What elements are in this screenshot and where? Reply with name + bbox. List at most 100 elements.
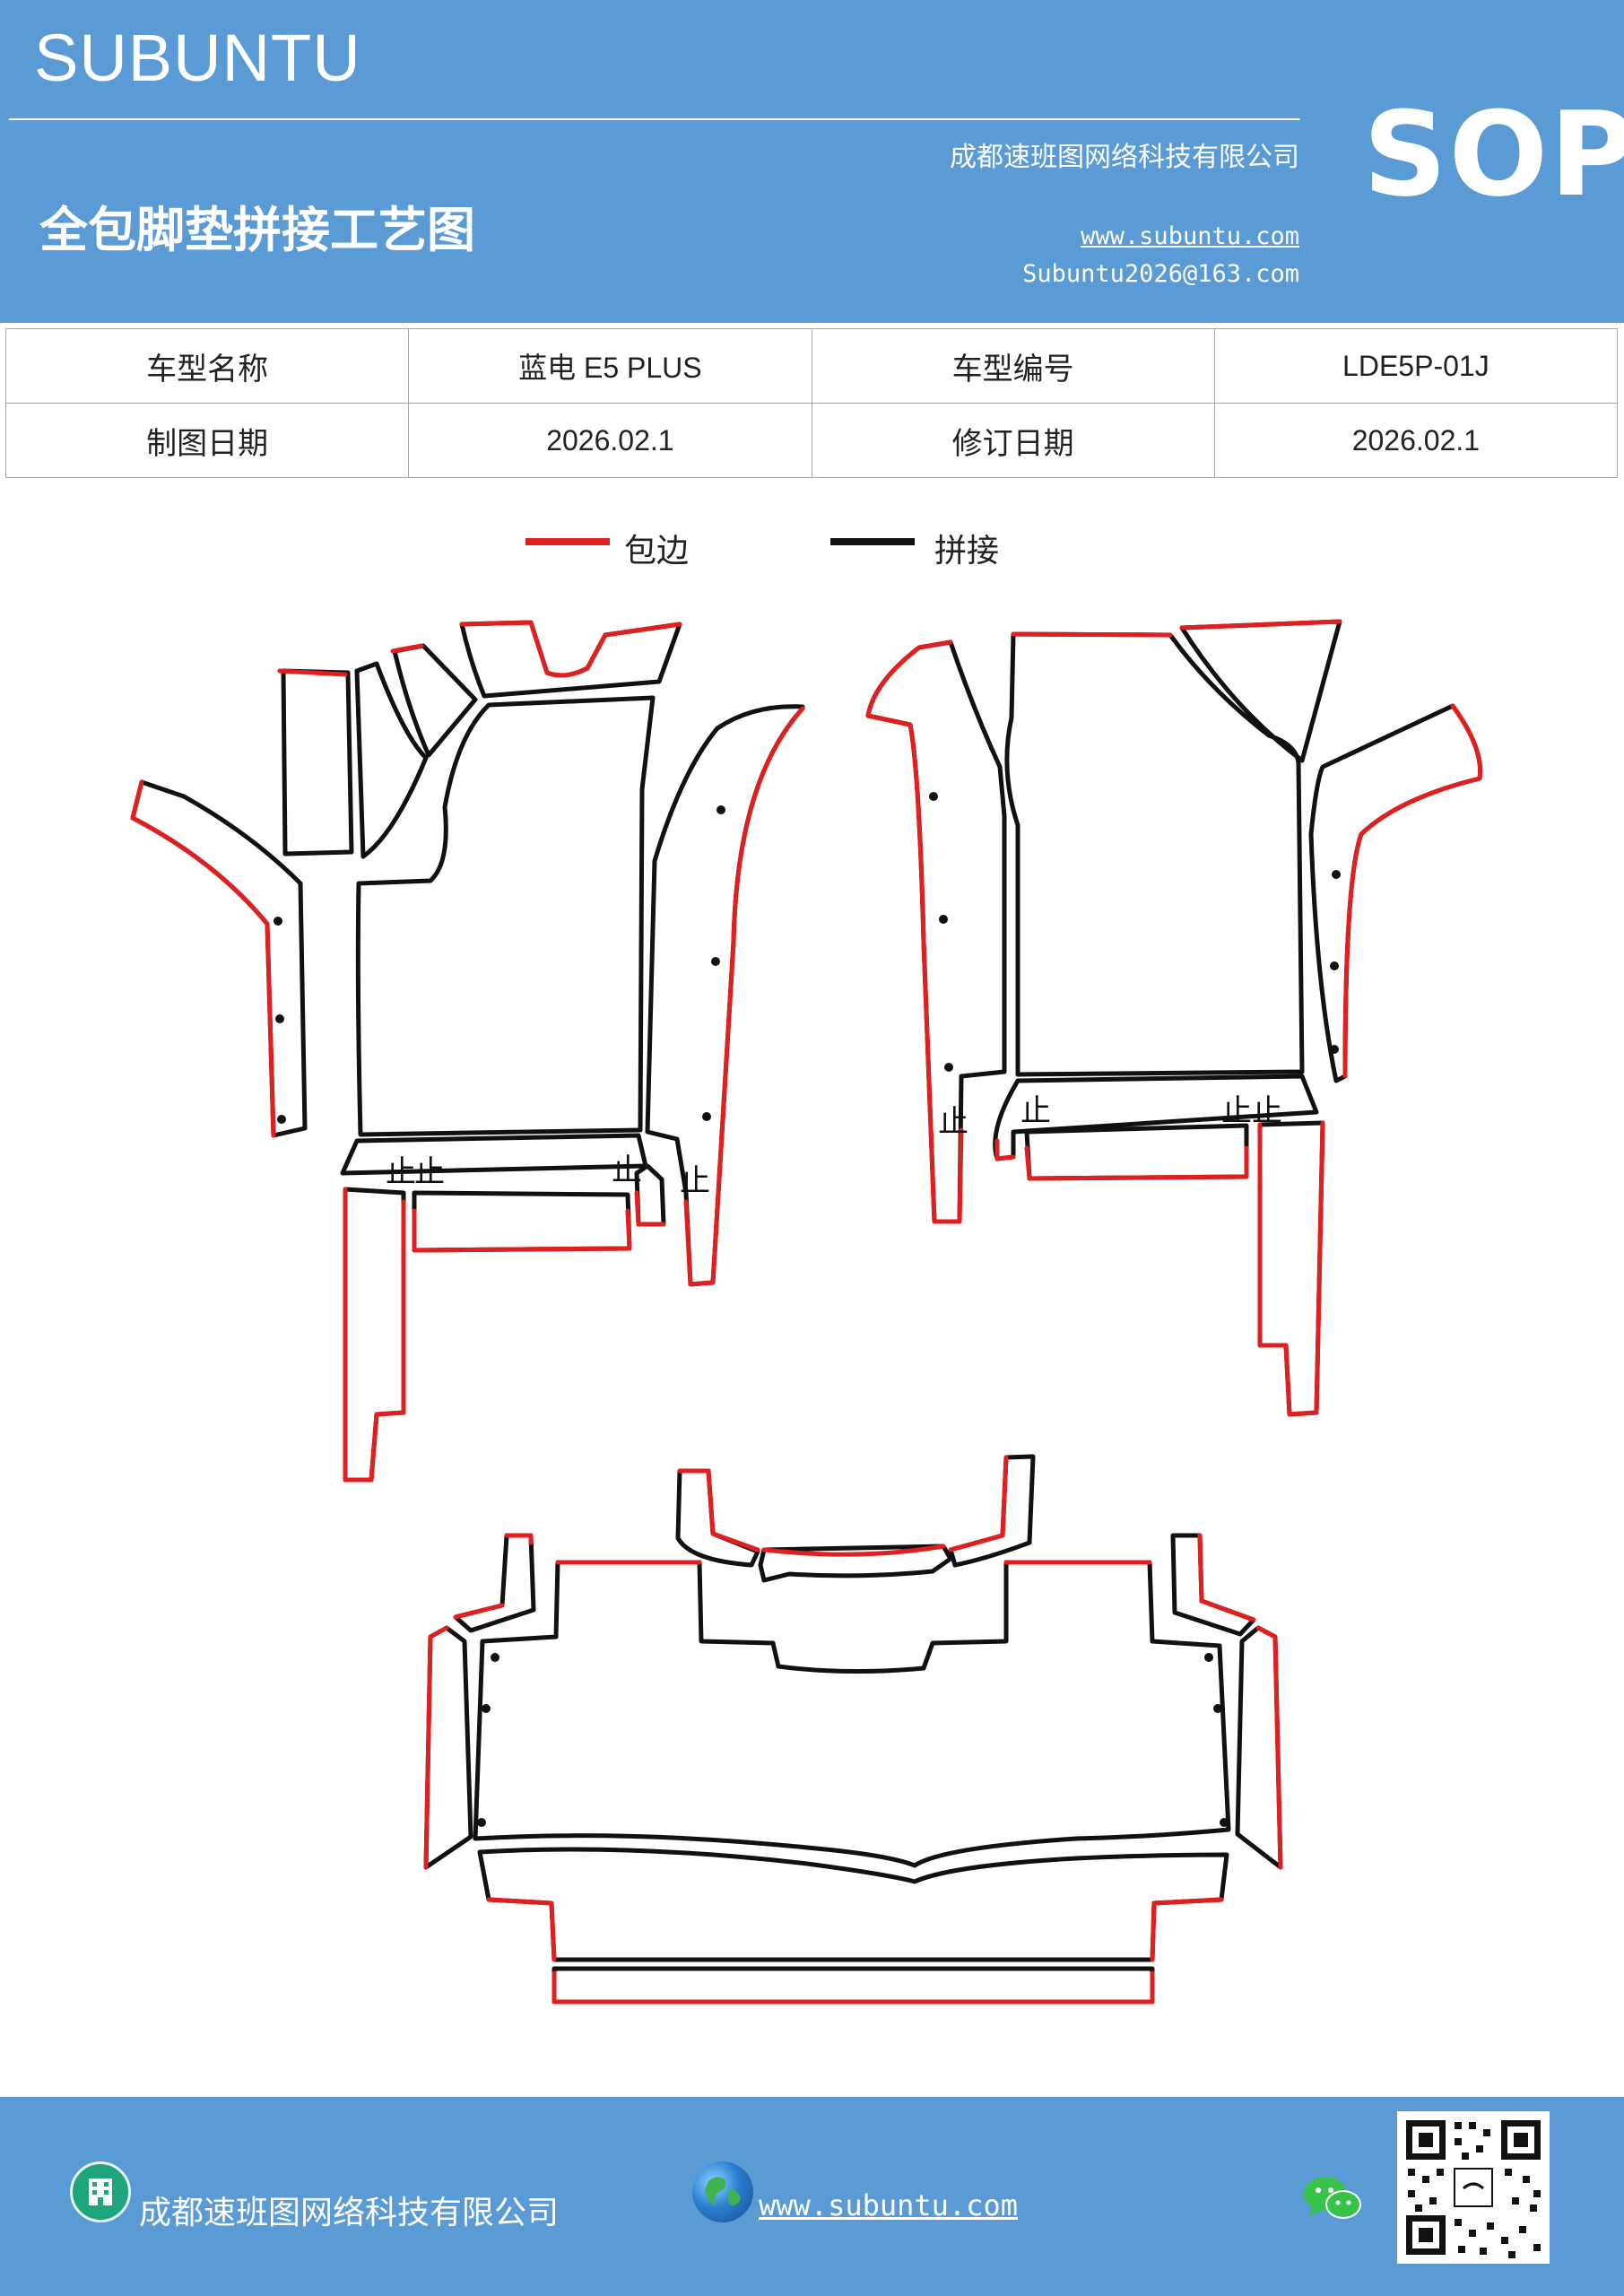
mat-edge: [683, 706, 805, 1287]
fastener-dot: [1213, 1704, 1222, 1713]
seam-mark: 止: [414, 1154, 445, 1190]
footer-banner: 成都速班图网络科技有限公司 www.subuntu.com: [0, 2097, 1624, 2296]
mat-panel: [865, 639, 1007, 1224]
fastener-dot: [1330, 961, 1339, 970]
brand-logo-text: SUBUNTU: [34, 21, 361, 95]
mat-panel: [675, 1468, 760, 1568]
fastener-dot: [277, 1115, 286, 1124]
mat-edge: [1342, 703, 1483, 1079]
legend-seam-label: 拼接: [934, 533, 1000, 570]
mat-edge: [453, 1533, 534, 1620]
mat-edge: [677, 1468, 760, 1552]
draw-date-value: 2026.02.1: [408, 403, 812, 478]
qr-code: [1397, 2111, 1550, 2264]
fastener-dot: [939, 915, 948, 924]
fastener-dot: [1332, 870, 1341, 879]
mat-edge: [486, 1897, 1224, 1962]
mat-panel: [281, 668, 354, 857]
footer-company-name: 成都速班图网络科技有限公司: [139, 2195, 560, 2231]
footer-website-link[interactable]: www.subuntu.com: [759, 2188, 1018, 2222]
mat-panel: [1024, 1123, 1249, 1181]
mat-panel: [1170, 1533, 1256, 1637]
mat-panel: [1004, 631, 1305, 1077]
mat-panel: [1308, 703, 1483, 1083]
mat-edge: [1011, 631, 1173, 638]
mat-panel: [354, 661, 429, 859]
wechat-icon: [1302, 2172, 1365, 2226]
mat-edge: [1197, 1533, 1256, 1622]
seam-mark: 止: [1221, 1093, 1252, 1129]
mat-edge: [948, 1455, 1009, 1552]
mat-panel: [1257, 1120, 1325, 1417]
mat-panel: [477, 1847, 1229, 1962]
mat-edge: [390, 643, 424, 654]
mat-panel: [412, 1190, 632, 1253]
mat-edge: [423, 1625, 449, 1870]
mat-panel: [355, 695, 656, 1137]
mat-edge: [130, 779, 276, 1138]
fastener-dot: [929, 792, 938, 801]
mat-edge: [551, 1970, 1155, 2005]
legend-seam-swatch: [830, 538, 915, 545]
mat-edge: [1255, 1625, 1283, 1870]
model-name-value: 蓝电 E5 PLUS: [408, 328, 812, 404]
legend-edge-swatch: [525, 538, 610, 545]
model-name-label: 车型名称: [4, 328, 410, 404]
mat-edge: [1179, 619, 1342, 631]
seam-mark: 止: [938, 1104, 968, 1140]
mat-edge: [1024, 1145, 1249, 1181]
fastener-dot: [702, 1112, 711, 1121]
mat-panel: [551, 1966, 1155, 2005]
fastener-dot: [491, 1653, 499, 1662]
table-row: 车型名称 蓝电 E5 PLUS 车型编号 LDE5P-01J: [4, 328, 1619, 404]
fastener-dot: [274, 917, 282, 926]
document-title: 全包脚垫拼接工艺图: [39, 201, 475, 258]
mat-edge: [277, 668, 348, 677]
contact-email: Subuntu2026@163.com: [1022, 260, 1299, 288]
legend-edge-label: 包边: [624, 533, 690, 570]
mat-panel: [1179, 619, 1342, 763]
fastener-dot: [1204, 1653, 1213, 1662]
legend: 包边 拼接: [0, 525, 1624, 578]
table-row: 制图日期 2026.02.1 修订日期 2026.02.1: [4, 403, 1619, 478]
mat-edge: [343, 1187, 406, 1483]
revise-date-label: 修订日期: [811, 403, 1215, 478]
mat-panel: [459, 620, 682, 699]
mat-panel: [392, 643, 478, 758]
mat-edge: [994, 1138, 1016, 1161]
mat-edge: [761, 1544, 946, 1557]
seam-mark: 止: [1252, 1093, 1282, 1129]
mat-panel: [948, 1454, 1036, 1568]
header-divider: [9, 118, 1300, 120]
model-code-value: LDE5P-01J: [1213, 328, 1619, 404]
mat-panel: [423, 1625, 473, 1870]
draw-date-label: 制图日期: [4, 403, 410, 478]
seam-mark: 止: [612, 1152, 642, 1188]
header-banner: SUBUNTU 成都速班图网络科技有限公司 全包脚垫拼接工艺图 www.subu…: [0, 0, 1624, 323]
floor-mat-diagram: 止 止 止 止 止 止 止 止: [130, 619, 1483, 2005]
fastener-dot: [482, 1704, 491, 1713]
fastener-dot: [944, 1063, 953, 1072]
fastener-dot: [716, 805, 725, 814]
fastener-dot: [1330, 1045, 1339, 1054]
mat-edge: [865, 639, 964, 1224]
seam-mark: 止: [680, 1163, 710, 1199]
fastener-dot: [1220, 1818, 1229, 1827]
mat-panel: [473, 1560, 1231, 1868]
model-code-label: 车型编号: [811, 328, 1215, 404]
seam-mark: 止: [1020, 1093, 1051, 1129]
fastener-dot: [477, 1818, 486, 1827]
building-icon: [70, 2161, 131, 2222]
mat-edge: [412, 1208, 632, 1253]
info-table: 车型名称 蓝电 E5 PLUS 车型编号 LDE5P-01J 制图日期 2026…: [4, 328, 1619, 478]
sop-badge: SOP: [1363, 86, 1624, 222]
mat-edge: [459, 620, 682, 678]
mat-panel: [130, 779, 308, 1138]
fastener-dot: [711, 957, 720, 966]
website-link[interactable]: www.subuntu.com: [1081, 222, 1299, 250]
mat-panel: [645, 704, 805, 1287]
mat-edge: [1257, 1120, 1325, 1417]
globe-icon: [692, 2161, 753, 2222]
company-name: 成都速班图网络科技有限公司: [950, 142, 1299, 173]
revise-date-value: 2026.02.1: [1213, 403, 1619, 478]
